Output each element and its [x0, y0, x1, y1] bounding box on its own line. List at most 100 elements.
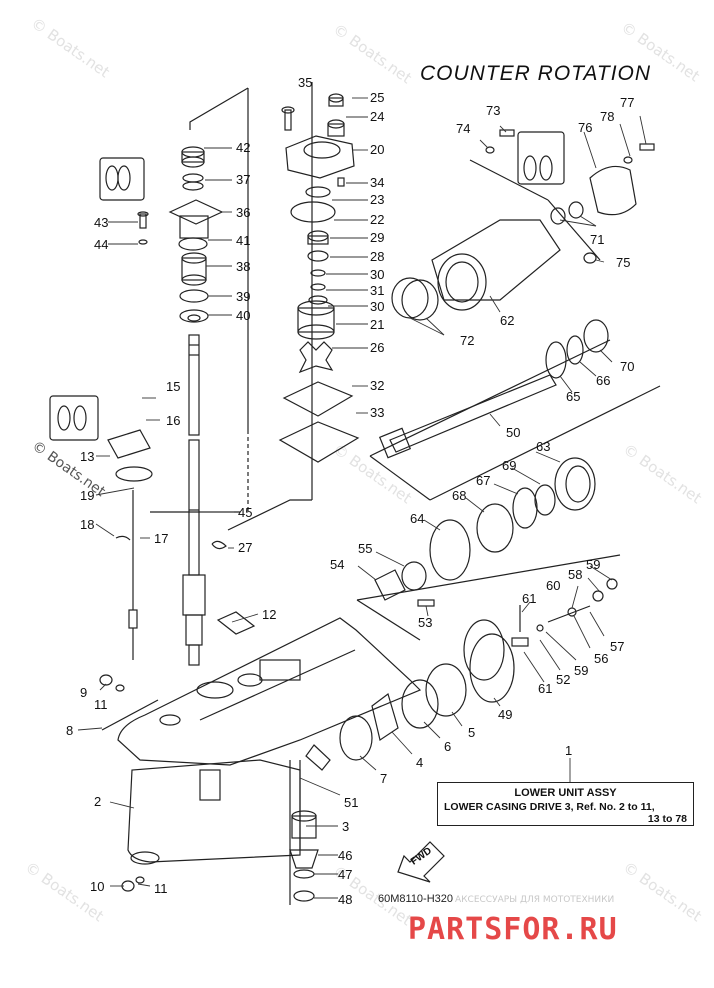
- callout-68[interactable]: 68: [452, 488, 467, 503]
- callout-67[interactable]: 67: [476, 473, 491, 488]
- callout-44[interactable]: 44: [94, 237, 109, 252]
- callout-8[interactable]: 8: [66, 723, 74, 738]
- counter-rotation-group: [391, 129, 655, 321]
- callout-61a[interactable]: 61: [522, 591, 537, 606]
- callout-21[interactable]: 21: [370, 317, 385, 332]
- callout-26[interactable]: 26: [370, 340, 385, 355]
- callout-24[interactable]: 24: [370, 109, 385, 124]
- callout-35[interactable]: 35: [298, 75, 313, 90]
- info-line-3: 13 to 78: [647, 813, 687, 825]
- callout-31[interactable]: 31: [370, 283, 385, 298]
- callout-40[interactable]: 40: [236, 308, 251, 323]
- callout-60[interactable]: 60: [546, 578, 561, 593]
- callout-30b[interactable]: 30: [370, 299, 385, 314]
- callout-56[interactable]: 56: [594, 651, 609, 666]
- callout-18[interactable]: 18: [80, 517, 95, 532]
- callout-37[interactable]: 37: [236, 172, 251, 187]
- callout-69[interactable]: 69: [502, 458, 517, 473]
- callout-27[interactable]: 27: [238, 540, 253, 555]
- callout-5[interactable]: 5: [468, 725, 476, 740]
- callout-34[interactable]: 34: [370, 175, 385, 190]
- callout-70[interactable]: 70: [620, 359, 635, 374]
- callout-59a[interactable]: 59: [586, 557, 601, 572]
- misc-parts: [99, 540, 256, 892]
- callout-49[interactable]: 49: [498, 707, 513, 722]
- callout-74[interactable]: 74: [456, 121, 471, 136]
- callout-77[interactable]: 77: [620, 95, 635, 110]
- callout-38[interactable]: 38: [236, 259, 251, 274]
- fwd-arrow: [397, 841, 445, 883]
- forward-gear-group: [339, 619, 515, 761]
- callout-61b[interactable]: 61: [538, 681, 553, 696]
- callout-4[interactable]: 4: [416, 755, 424, 770]
- callout-9[interactable]: 9: [80, 685, 88, 700]
- lower-casing-group: [117, 617, 422, 865]
- callout-76[interactable]: 76: [578, 120, 593, 135]
- callout-75[interactable]: 75: [616, 255, 631, 270]
- callout-57[interactable]: 57: [610, 639, 625, 654]
- callout-48[interactable]: 48: [338, 892, 353, 907]
- callout-51[interactable]: 51: [344, 795, 359, 810]
- callout-29[interactable]: 29: [370, 230, 385, 245]
- callout-64[interactable]: 64: [410, 511, 425, 526]
- callout-13[interactable]: 13: [80, 449, 95, 464]
- callout-55[interactable]: 55: [358, 541, 373, 556]
- callout-10[interactable]: 10: [90, 879, 105, 894]
- callout-30a[interactable]: 30: [370, 267, 385, 282]
- callout-43[interactable]: 43: [94, 215, 109, 230]
- callout-28[interactable]: 28: [370, 249, 385, 264]
- callout-33[interactable]: 33: [370, 405, 385, 420]
- callout-19[interactable]: 19: [80, 488, 95, 503]
- info-line-2: LOWER CASING DRIVE 3, Ref. No. 2 to 11,: [444, 801, 655, 813]
- callout-46[interactable]: 46: [338, 848, 353, 863]
- callout-66[interactable]: 66: [596, 373, 611, 388]
- callout-15[interactable]: 15: [166, 379, 181, 394]
- callout-12[interactable]: 12: [262, 607, 277, 622]
- callout-58[interactable]: 58: [568, 567, 583, 582]
- callout-78[interactable]: 78: [600, 109, 615, 124]
- callout-22[interactable]: 22: [370, 212, 385, 227]
- callout-45[interactable]: 45: [238, 505, 253, 520]
- callout-47[interactable]: 47: [338, 867, 353, 882]
- callout-42[interactable]: 42: [236, 140, 251, 155]
- callout-20[interactable]: 20: [370, 142, 385, 157]
- callout-3[interactable]: 3: [342, 819, 350, 834]
- callout-17[interactable]: 17: [154, 531, 169, 546]
- callout-36[interactable]: 36: [236, 205, 251, 220]
- callout-1[interactable]: 1: [565, 743, 573, 758]
- callout-25[interactable]: 25: [370, 90, 385, 105]
- callout-72[interactable]: 72: [460, 333, 475, 348]
- callout-6[interactable]: 6: [444, 739, 452, 754]
- info-line-1: LOWER UNIT ASSY: [514, 787, 617, 799]
- callout-23[interactable]: 23: [370, 192, 385, 207]
- callout-71[interactable]: 71: [590, 232, 605, 247]
- callout-11a[interactable]: 11: [94, 697, 108, 712]
- callout-63[interactable]: 63: [536, 439, 551, 454]
- clutch-group: [356, 554, 621, 647]
- callout-32[interactable]: 32: [370, 378, 385, 393]
- callout-11b[interactable]: 11: [154, 881, 168, 896]
- propeller-shaft-group: [369, 319, 661, 581]
- callout-2[interactable]: 2: [94, 794, 102, 809]
- shift-rod-group: [49, 395, 153, 660]
- callout-53[interactable]: 53: [418, 615, 433, 630]
- callout-62[interactable]: 62: [500, 313, 515, 328]
- callout-50[interactable]: 50: [506, 425, 521, 440]
- water-pump-group: [227, 82, 360, 531]
- site-logo[interactable]: PARTSFOR.RU: [408, 912, 618, 947]
- leader-lines: [77, 97, 647, 899]
- callout-41[interactable]: 41: [236, 233, 251, 248]
- site-strip-text: АКСЕССУАРЫ ДЛЯ МОТОТЕХНИКИ: [455, 895, 615, 905]
- callout-52[interactable]: 52: [556, 672, 571, 687]
- callout-39[interactable]: 39: [236, 289, 251, 304]
- callout-59b[interactable]: 59: [574, 663, 589, 678]
- callout-16[interactable]: 16: [166, 413, 181, 428]
- callout-65[interactable]: 65: [566, 389, 581, 404]
- diagram-code: 60M8110-H320: [378, 893, 454, 905]
- diagram-title: COUNTER ROTATION: [420, 62, 652, 85]
- callout-73[interactable]: 73: [486, 103, 501, 118]
- callout-54[interactable]: 54: [330, 557, 345, 572]
- callout-7[interactable]: 7: [380, 771, 388, 786]
